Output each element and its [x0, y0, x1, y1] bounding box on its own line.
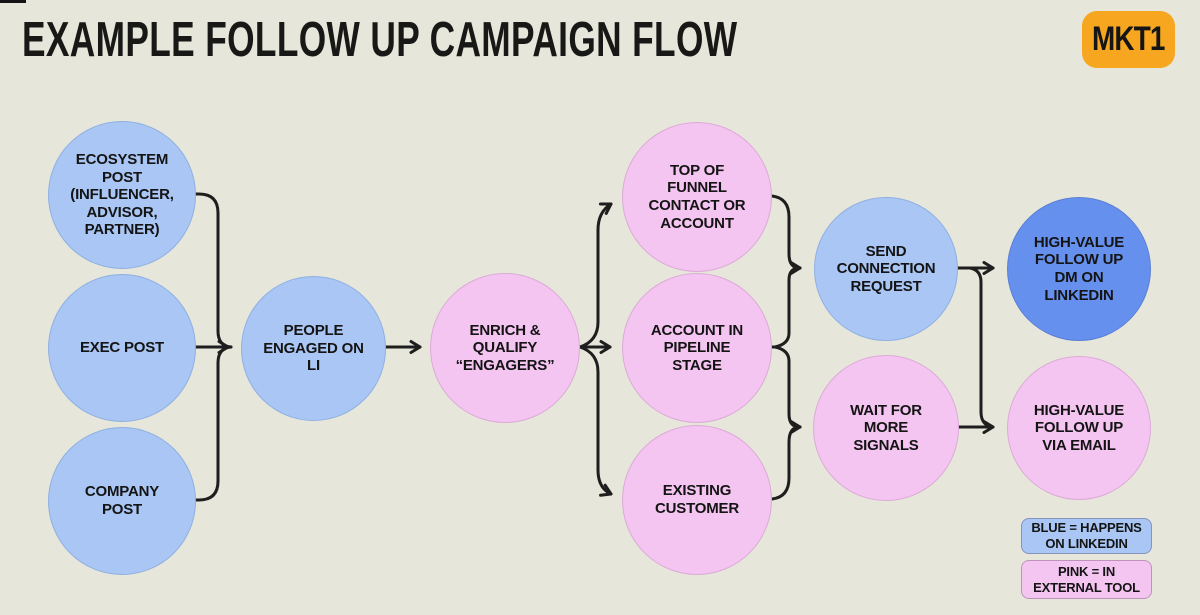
edge-enrich-to-topfunnel [578, 202, 613, 349]
node-top-of-funnel: TOP OF FUNNEL CONTACT OR ACCOUNT [622, 122, 772, 272]
node-wait-for-signals: WAIT FOR MORE SIGNALS [813, 355, 959, 501]
node-high-value-dm: HIGH-VALUE FOLLOW UP DM ON LINKEDIN [1007, 197, 1151, 341]
legend-pink-item: PINK = IN EXTERNAL TOOL [1021, 560, 1152, 599]
legend-blue-item: BLUE = HAPPENS ON LINKEDIN [1021, 518, 1152, 554]
node-send-connection: SEND CONNECTION REQUEST [814, 197, 958, 341]
mkt1-logo: MKT1 [1082, 11, 1175, 68]
edge-customer-to-wait [768, 420, 802, 501]
edge-send-wait-crosslink [968, 266, 993, 429]
node-high-value-email: HIGH-VALUE FOLLOW UP VIA EMAIL [1007, 356, 1151, 500]
page-title: EXAMPLE FOLLOW UP CAMPAIGN FLOW [22, 13, 738, 67]
node-exec-post: EXEC POST [48, 274, 196, 422]
edge-pipeline-to-wait [768, 345, 802, 429]
node-ecosystem-post: ECOSYSTEM POST (INFLUENCER, ADVISOR, PAR… [48, 121, 196, 269]
corner-artifact [0, 0, 26, 3]
legend: BLUE = HAPPENS ON LINKEDIN PINK = IN EXT… [1021, 518, 1152, 599]
node-people-engaged: PEOPLE ENGAGED ON LI [241, 276, 386, 421]
node-existing-customer: EXISTING CUSTOMER [622, 425, 772, 575]
node-account-in-pipeline: ACCOUNT IN PIPELINE STAGE [622, 273, 772, 423]
edge-topfunnel-to-send [768, 194, 802, 275]
edge-company-to-people [190, 345, 233, 502]
edge-ecosystem-to-people [190, 192, 233, 349]
node-enrich-qualify: ENRICH & QUALIFY “ENGAGERS” [430, 273, 580, 423]
edge-enrich-to-customer [578, 345, 613, 497]
edge-pipeline-to-send [768, 266, 802, 349]
node-company-post: COMPANY POST [48, 427, 196, 575]
mkt1-logo-text: MKT1 [1092, 20, 1165, 58]
